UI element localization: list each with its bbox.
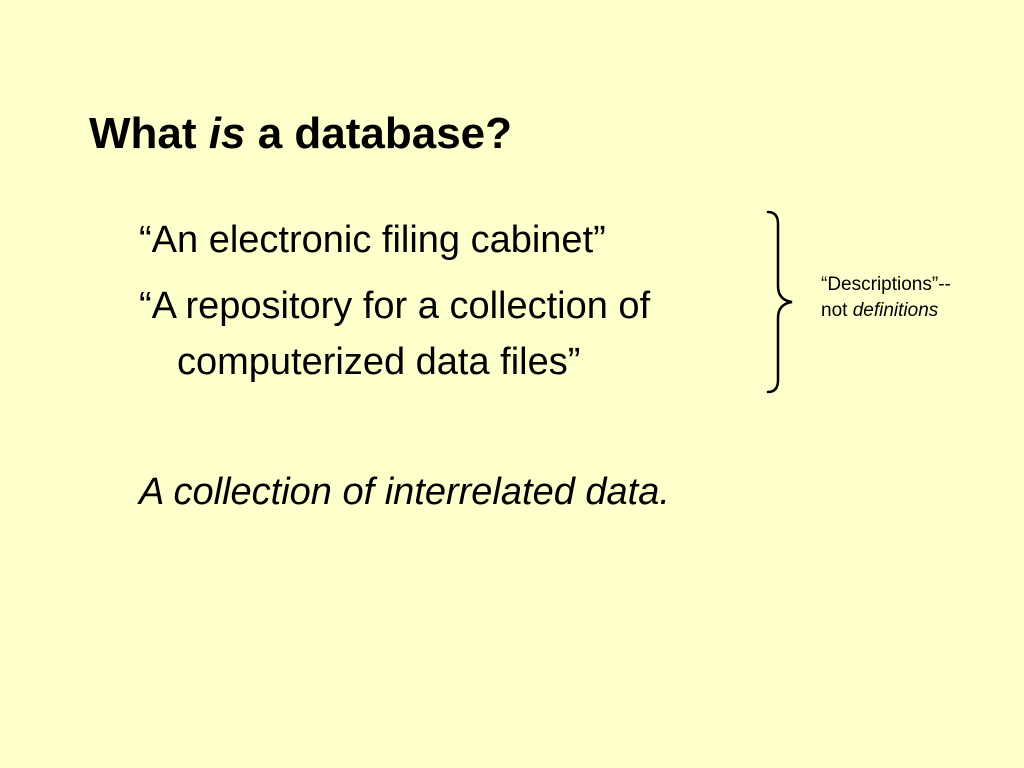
definition-text: A collection of interrelated data.: [139, 471, 670, 513]
slide-title: What is a database?: [89, 106, 512, 162]
title-text-before: What: [89, 109, 209, 158]
title-text-after: a database?: [245, 109, 513, 158]
side-note: “Descriptions”-- not definitions: [821, 272, 951, 324]
title-emphasis: is: [208, 109, 246, 158]
descriptions-list: “An electronic filing cabinet” “A reposi…: [139, 212, 779, 390]
description-item-filing-cabinet: “An electronic filing cabinet”: [139, 219, 606, 261]
side-note-line1: “Descriptions”--: [821, 274, 951, 295]
side-note-emphasis: definitions: [852, 300, 939, 321]
side-note-text: not: [821, 300, 853, 321]
right-brace-icon: [766, 210, 793, 394]
side-note-line2: not definitions: [821, 298, 951, 324]
description-item-repository: “A repository for a collection of comput…: [139, 285, 651, 383]
